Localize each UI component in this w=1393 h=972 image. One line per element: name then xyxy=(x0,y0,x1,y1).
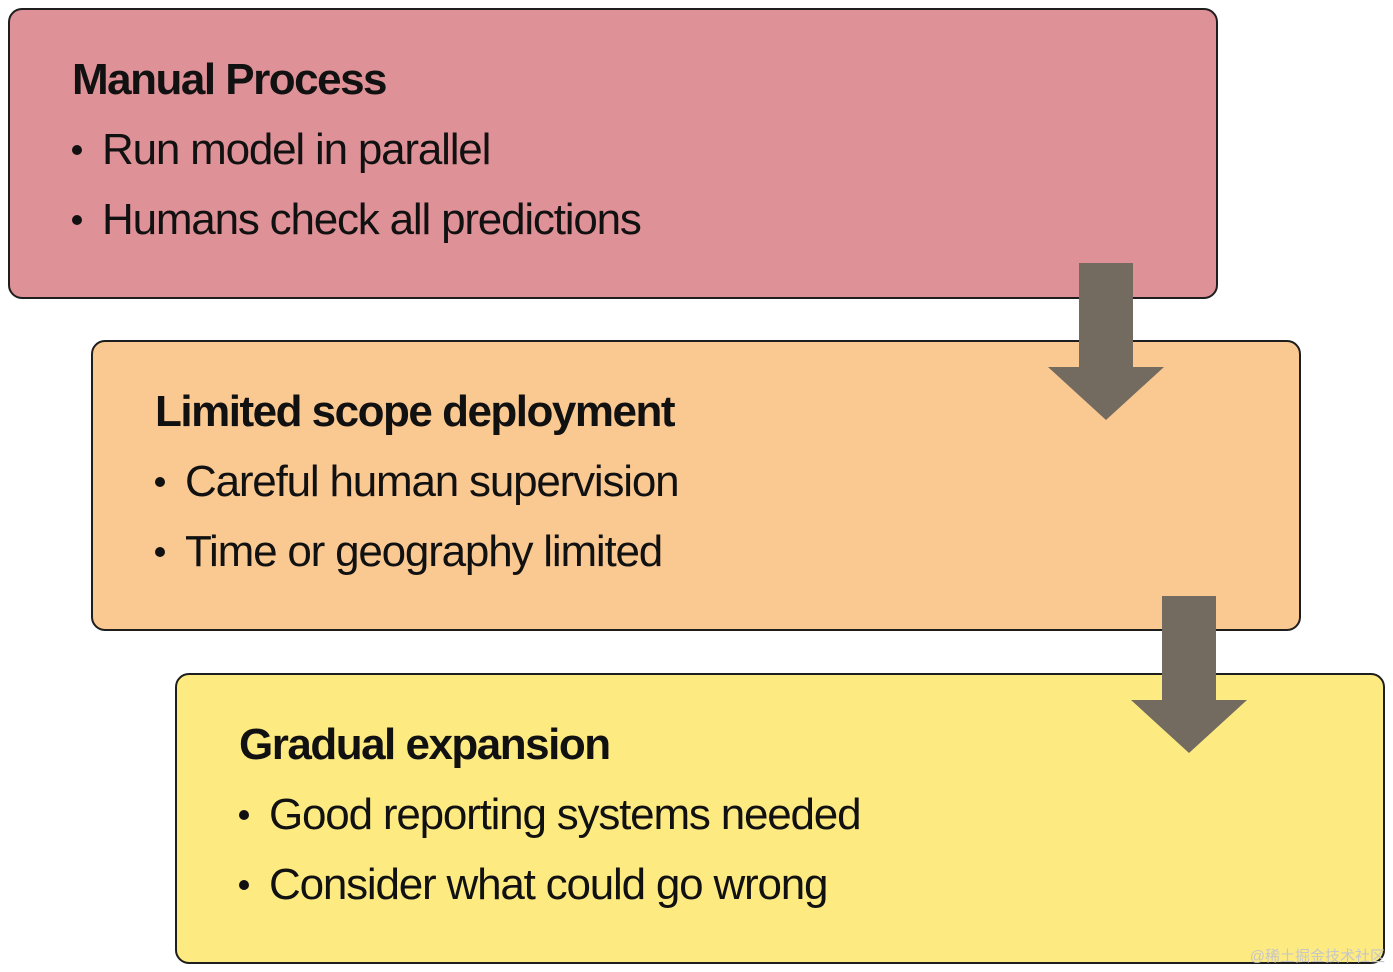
bullet-icon xyxy=(239,810,249,820)
bullet-text: Good reporting systems needed xyxy=(269,790,862,839)
list-item: Good reporting systems needed xyxy=(239,787,862,843)
list-item: Careful human supervision xyxy=(155,454,680,510)
list-item: Run model in parallel xyxy=(72,122,641,178)
bullet-text: Time or geography limited xyxy=(185,527,663,576)
stage-content: Limited scope deployment Careful human s… xyxy=(155,384,680,594)
list-item: Time or geography limited xyxy=(155,524,678,580)
stage-title: Limited scope deployment xyxy=(155,387,675,436)
stage-content: Gradual expansion Good reporting systems… xyxy=(239,717,862,927)
stage-manual-process: Manual Process Run model in parallel Hum… xyxy=(8,8,1218,299)
bullet-list: Good reporting systems needed Consider w… xyxy=(239,787,862,913)
bullet-text: Careful human supervision xyxy=(185,457,680,506)
stage-content: Manual Process Run model in parallel Hum… xyxy=(72,52,642,262)
bullet-text: Run model in parallel xyxy=(102,125,491,174)
arrow-down-icon xyxy=(1048,263,1164,420)
bullet-icon xyxy=(239,880,249,890)
stage-title: Gradual expansion xyxy=(239,720,611,769)
bullet-text: Humans check all predictions xyxy=(102,195,642,244)
bullet-list: Run model in parallel Humans check all p… xyxy=(72,122,642,248)
list-item: Humans check all predictions xyxy=(72,192,642,248)
bullet-list: Careful human supervision Time or geogra… xyxy=(155,454,680,580)
list-item: Consider what could go wrong xyxy=(239,857,860,913)
arrow-down-icon xyxy=(1131,596,1247,753)
stage-title: Manual Process xyxy=(72,55,388,104)
watermark: @稀土掘金技术社区 xyxy=(1249,948,1385,965)
bullet-icon xyxy=(155,477,165,487)
bullet-icon xyxy=(72,215,82,225)
bullet-icon xyxy=(72,145,82,155)
bullet-text: Consider what could go wrong xyxy=(269,860,828,909)
bullet-icon xyxy=(155,547,165,557)
